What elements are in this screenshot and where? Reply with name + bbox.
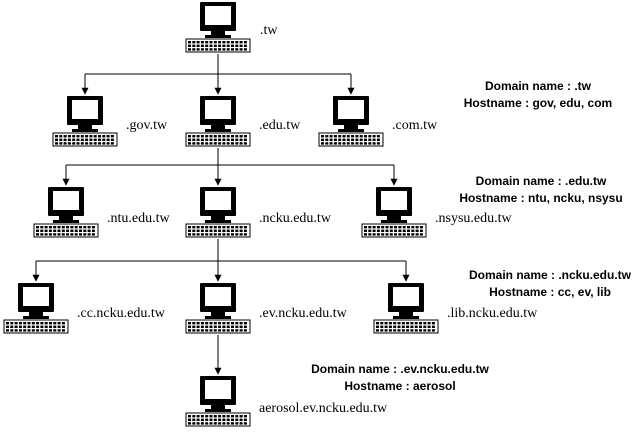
connector-ncku: [32, 239, 410, 282]
computer-icon: [361, 187, 427, 238]
computer-icon: [185, 376, 251, 427]
connector-tw: [81, 54, 355, 95]
domain-name-line: Domain name : .edu.tw: [476, 174, 607, 188]
computer-icon: [33, 187, 99, 238]
host-label-lib: .lib.ncku.edu.tw: [447, 306, 538, 321]
host-label-edu: .edu.tw: [259, 118, 301, 133]
computer-node-lib: .lib.ncku.edu.tw: [373, 283, 538, 334]
computer-icon: [3, 283, 69, 334]
connector-edu: [62, 148, 398, 186]
computer-node-com: .com.tw: [318, 96, 438, 147]
host-label-gov: .gov.tw: [126, 118, 168, 133]
domain-name-line: Domain name : .ncku.edu.tw: [469, 268, 632, 282]
computer-icon: [52, 96, 118, 147]
computer-node-ntu: .ntu.edu.tw: [33, 187, 170, 238]
computer-node-aerosol: aerosol.ev.ncku.edu.tw: [185, 376, 388, 427]
host-label-nsysu: .nsysu.edu.tw: [435, 211, 513, 226]
computer-node-ev: .ev.ncku.edu.tw: [185, 283, 348, 334]
hostname-line: Hostname : cc, ev, lib: [489, 285, 611, 299]
computer-node-ncku: .ncku.edu.tw: [185, 187, 332, 238]
computer-node-tw: .tw: [185, 2, 278, 53]
host-label-ntu: .ntu.edu.tw: [107, 211, 170, 226]
computer-icon: [185, 187, 251, 238]
computer-icon: [185, 96, 251, 147]
host-label-cc: .cc.ncku.edu.tw: [77, 306, 166, 321]
domain-name-line: Domain name : .ev.ncku.edu.tw: [311, 362, 489, 376]
connector-lines: [32, 54, 410, 375]
computer-icon: [318, 96, 384, 147]
domain-name-line: Domain name : .tw: [485, 79, 592, 93]
hostname-line: Hostname : ntu, ncku, nsysu: [459, 191, 622, 205]
computer-icon: [185, 2, 251, 53]
host-label-com: .com.tw: [392, 118, 438, 133]
computer-node-cc: .cc.ncku.edu.tw: [3, 283, 166, 334]
computer-node-nsysu: .nsysu.edu.tw: [361, 187, 513, 238]
computer-nodes: .tw .gov.tw .edu.tw .com.tw .ntu.edu.tw .ncku…: [3, 2, 538, 427]
computer-icon: [373, 283, 439, 334]
host-label-ev: .ev.ncku.edu.tw: [259, 306, 348, 321]
host-label-tw: .tw: [260, 23, 278, 38]
computer-icon: [185, 283, 251, 334]
computer-node-gov: .gov.tw: [52, 96, 168, 147]
computer-node-edu: .edu.tw: [185, 96, 301, 147]
host-label-aerosol: aerosol.ev.ncku.edu.tw: [259, 401, 388, 416]
hostname-line: Hostname : aerosol: [344, 379, 455, 393]
hostname-line: Hostname : gov, edu, com: [464, 96, 612, 110]
host-label-ncku: .ncku.edu.tw: [259, 211, 332, 226]
